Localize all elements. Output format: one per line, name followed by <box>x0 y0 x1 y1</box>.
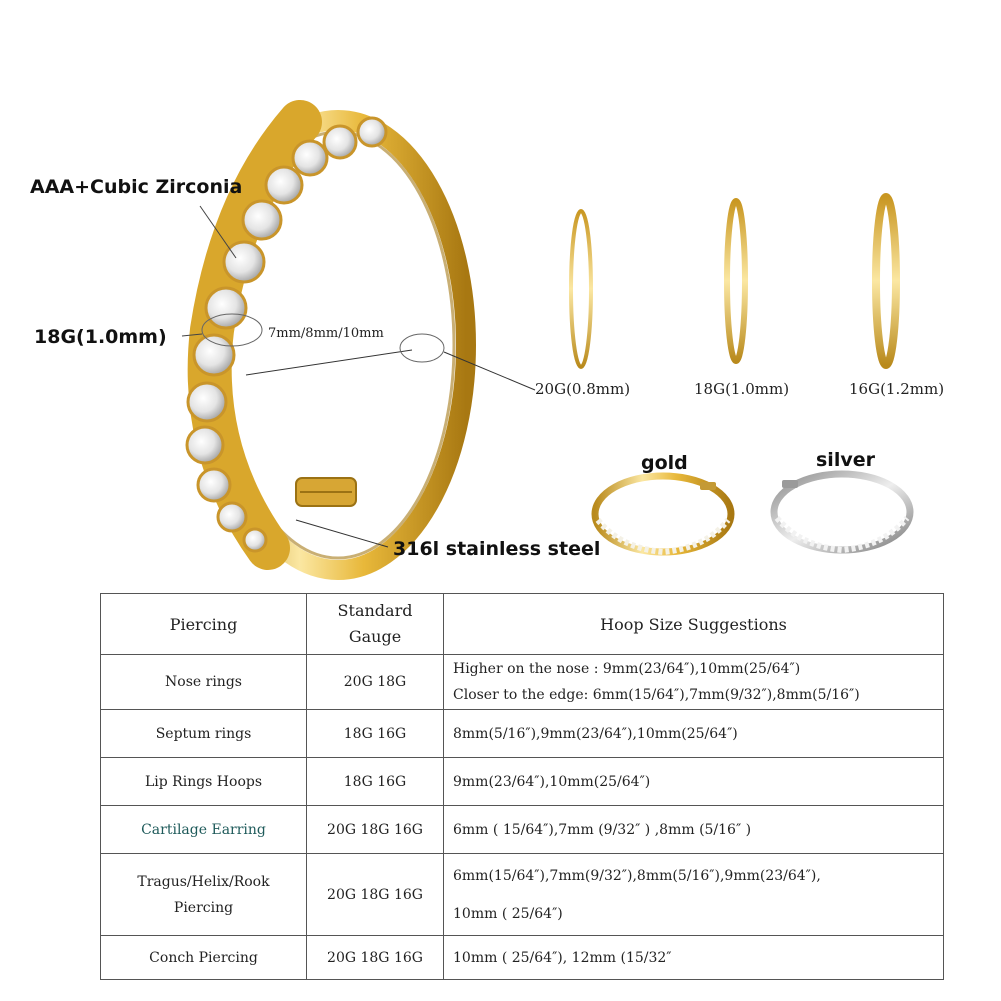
header-suggestions: Hoop Size Suggestions <box>443 593 944 655</box>
header-gauge: Standard Gauge <box>306 593 444 655</box>
hoop-size-table: Piercing Standard Gauge Hoop Size Sugges… <box>100 593 944 980</box>
gauge-18g-label: 18G(1.0mm) <box>694 380 790 398</box>
main-hoop-image <box>185 100 476 580</box>
cubic-zirconia-label: AAA+Cubic Zirconia <box>30 176 243 198</box>
gold-label: gold <box>641 452 688 474</box>
product-illustration <box>181 100 914 580</box>
table-header-row: Piercing Standard Gauge Hoop Size Sugges… <box>100 593 944 655</box>
gauge-16g-hoop <box>872 193 900 369</box>
table-row: Conch Piercing 20G 18G 16G 10mm ( 25/64″… <box>100 935 944 980</box>
wire-callout-circle <box>399 333 445 363</box>
gauge-20g-label: 20G(0.8mm) <box>535 380 631 398</box>
diameter-line <box>245 349 413 376</box>
header-piercing: Piercing <box>100 593 307 655</box>
diameter-label: 7mm/8mm/10mm <box>268 326 384 341</box>
gauge-label: 18G(1.0mm) <box>34 326 167 348</box>
steel-callout-line <box>295 519 389 548</box>
table-row: Tragus/Helix/Rook Piercing 20G 18G 16G 6… <box>100 853 944 936</box>
gold-color-ring <box>591 472 735 556</box>
table-row: Nose rings 20G 18G Higher on the nose : … <box>100 654 944 710</box>
silver-color-ring <box>770 470 914 554</box>
gauge-callout-circle <box>201 313 263 347</box>
table-row: Lip Rings Hoops 18G 16G 9mm(23/64″),10mm… <box>100 757 944 806</box>
gauge-16g-label: 16G(1.2mm) <box>849 380 945 398</box>
gauge-20g-hoop <box>569 209 593 369</box>
table-row: Septum rings 18G 16G 8mm(5/16″),9mm(23/6… <box>100 709 944 758</box>
material-label: 316l stainless steel <box>393 538 601 560</box>
table-row: Cartilage Earring 20G 18G 16G 6mm ( 15/6… <box>100 805 944 854</box>
gauge-18g-hoop <box>724 198 748 364</box>
silver-label: silver <box>816 449 875 471</box>
cz-callout-line <box>199 205 237 259</box>
zirconia-stones <box>185 116 388 553</box>
